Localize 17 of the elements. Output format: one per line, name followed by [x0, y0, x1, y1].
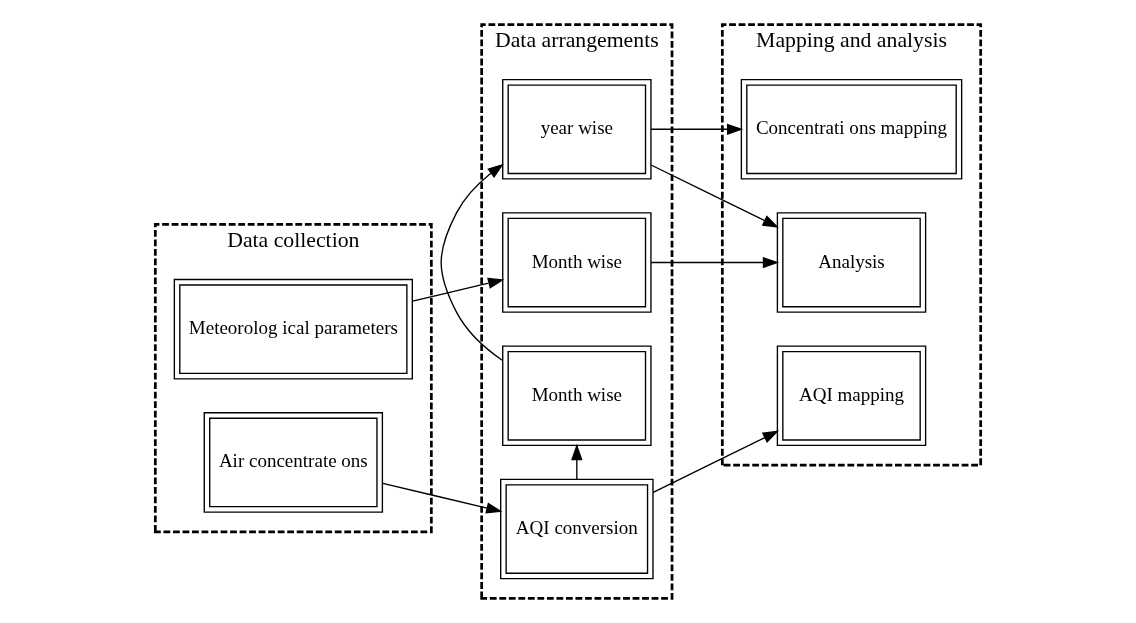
node-box: Air concentrate ons	[203, 412, 384, 513]
arrow	[650, 123, 744, 135]
node-box: Analysis	[776, 212, 927, 313]
node-box: year wise	[502, 78, 652, 180]
node-box: AQI conversion	[500, 478, 654, 580]
node-box: Month wise	[502, 212, 652, 313]
arrow	[382, 482, 503, 514]
arrow	[650, 256, 780, 269]
node-box: AQI mapping	[776, 345, 927, 447]
node-box: Meteorolog ical parameters	[173, 278, 413, 380]
node-box: Concentrati ons mapping	[740, 78, 963, 180]
node-box: Month wise	[502, 345, 652, 447]
arrow	[411, 277, 505, 302]
arrow	[652, 430, 780, 493]
arrow	[650, 164, 779, 228]
arrow	[571, 443, 583, 480]
arrow	[440, 163, 504, 361]
